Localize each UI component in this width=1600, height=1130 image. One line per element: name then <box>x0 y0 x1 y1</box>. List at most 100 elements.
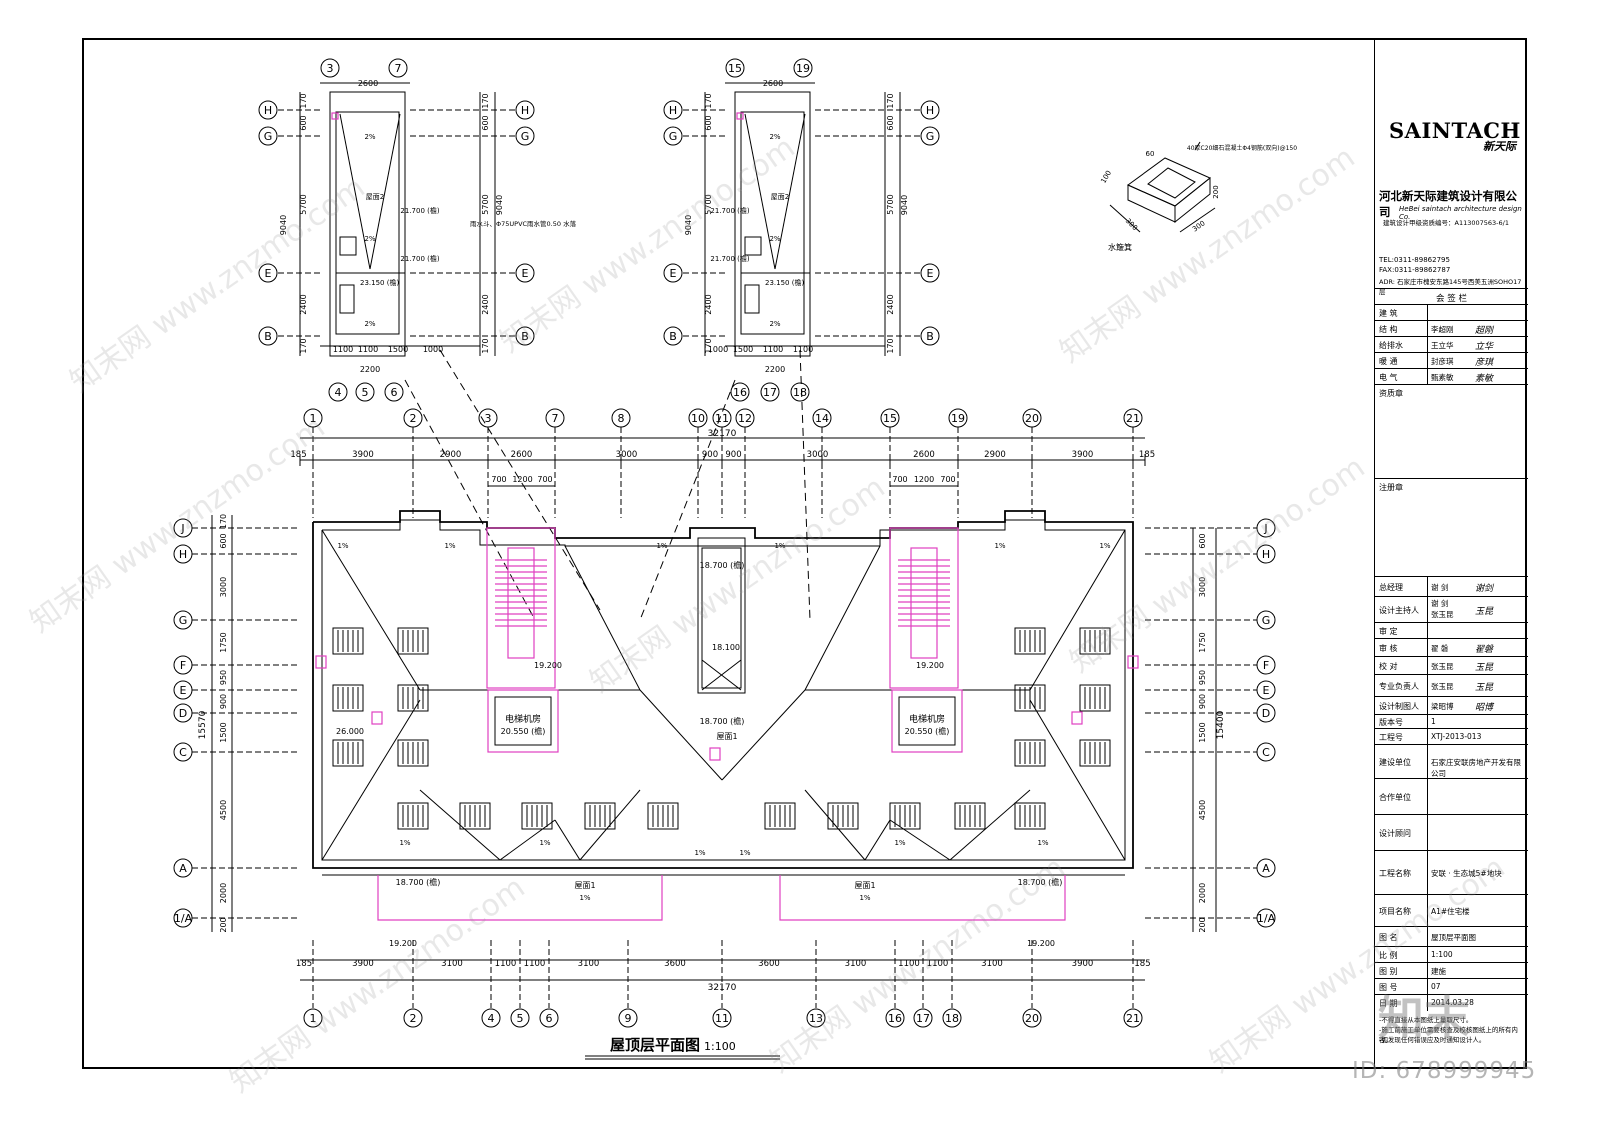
detail-outer <box>734 91 811 357</box>
axis-label: 15 <box>728 62 742 75</box>
dimension: 700 <box>892 475 907 484</box>
staff-row: 专业负责人张玉昆玉昆 <box>1375 674 1528 697</box>
row-value: 梁昭博 <box>1431 702 1454 711</box>
axis-label: 5 <box>517 1012 524 1025</box>
ac-unit-box <box>889 802 921 830</box>
axis-bubble <box>355 382 375 402</box>
countersign-row: 结 构李超刚超刚 <box>1375 320 1528 337</box>
axis-bubble <box>515 126 535 146</box>
axis-label: G <box>1262 614 1271 627</box>
dimension: 3900 <box>1072 450 1094 460</box>
detail-slope <box>774 113 806 270</box>
signature: 立华 <box>1475 342 1494 352</box>
axis-label: H <box>521 104 529 117</box>
row-label: 审 定 <box>1379 627 1398 636</box>
axis-label: 17 <box>916 1012 930 1025</box>
drain-box <box>1071 711 1083 725</box>
ac-unit <box>397 739 429 767</box>
staff-row: 审 定 <box>1375 622 1528 639</box>
dimension: 1000 <box>708 345 728 354</box>
axis-label: F <box>180 659 186 672</box>
axis-label: 1 <box>310 412 317 425</box>
countersign-label: 会 签 栏 <box>1436 294 1467 304</box>
countersign-header: 会 签 栏 <box>1375 288 1528 304</box>
dimension: 900 <box>725 450 741 460</box>
drawing-scale: 1:100 <box>704 1040 736 1053</box>
slope-line <box>864 819 891 861</box>
dimension: 3100 <box>981 959 1003 969</box>
axis-bubble <box>942 1008 962 1028</box>
dimension: 3000 <box>807 450 829 460</box>
axis-bubble <box>515 263 535 283</box>
row-value: 谢 剑 张玉昆 <box>1431 599 1454 619</box>
elevator-room <box>487 689 559 753</box>
ac-unit-box <box>647 802 679 830</box>
row-value: 2014.03.28 <box>1431 998 1474 1007</box>
central-shaft-inner <box>701 547 742 689</box>
ac-unit-box <box>764 802 796 830</box>
ac-unit <box>954 802 986 830</box>
axis-label: 20 <box>1025 412 1039 425</box>
axis-label: E <box>522 267 529 280</box>
axis-label: 19 <box>951 412 965 425</box>
dimension: 170 <box>219 514 228 529</box>
dimension: 9040 <box>279 215 288 235</box>
axis-bubble <box>303 1008 323 1028</box>
ac-unit <box>332 739 364 767</box>
dimension: 900 <box>702 450 718 460</box>
slope-label: 1% <box>1037 839 1048 847</box>
axis-label: G <box>669 130 678 143</box>
ac-unit-box <box>332 739 364 767</box>
drain-box <box>315 655 327 669</box>
ac-unit-box <box>332 627 364 655</box>
axis-label: G <box>521 130 530 143</box>
room-label: 电梯机房 <box>909 713 945 725</box>
row-label: 比 例 <box>1379 951 1398 960</box>
axis-label: D <box>1262 707 1270 720</box>
dimension: 1100 <box>524 959 546 969</box>
axis-label: 2 <box>410 1012 417 1025</box>
dimension: 600 <box>886 115 895 130</box>
row-label: 建设单位 <box>1379 758 1411 767</box>
axis-label: H <box>179 548 187 561</box>
room-label: 屋面1 <box>574 881 595 890</box>
row-value: XTJ-2013-013 <box>1431 732 1482 741</box>
info-row: 图 名屋顶层平面图 <box>1375 926 1528 947</box>
dimension: 1100 <box>793 345 813 354</box>
dimension: 185 <box>296 959 312 969</box>
ac-unit <box>521 802 553 830</box>
dimension: 2400 <box>886 294 895 314</box>
dimension: 5700 <box>704 194 713 214</box>
ac-unit <box>1079 739 1111 767</box>
iso-note: 40厚C20细石混凝土Φ4钢筋(双向)@150 <box>1187 144 1297 152</box>
axis-label: H <box>926 104 934 117</box>
dimension: 200 <box>1198 917 1207 932</box>
dimension: 200 <box>1212 185 1220 198</box>
elevation: 21.700 (檐) <box>710 206 749 215</box>
brand-watermark: 知末 <box>1378 991 1470 1045</box>
axis-bubble <box>730 382 750 402</box>
axis-label: D <box>179 707 187 720</box>
slope-line <box>499 819 556 861</box>
ac-unit <box>332 627 364 655</box>
axis-bubble <box>258 263 278 283</box>
dimension: 1000 <box>423 345 443 354</box>
dimension: 170 <box>299 338 308 353</box>
cell-divider <box>1427 895 1428 927</box>
central-shaft <box>697 537 746 694</box>
axis-bubble <box>920 326 940 346</box>
iso-front <box>1127 184 1176 223</box>
dimension: 2000 <box>219 883 228 903</box>
axis-label: 3 <box>485 412 492 425</box>
axis-label: G <box>264 130 273 143</box>
axis-bubble <box>712 1008 732 1028</box>
dimension: 950 <box>219 670 228 685</box>
axis-label: G <box>179 614 188 627</box>
row-value: 1 <box>1431 717 1436 726</box>
axis-bubble <box>1123 1008 1143 1028</box>
row-value: 张玉昆 <box>1431 662 1454 671</box>
axis-label: 16 <box>733 386 747 399</box>
dimension: 3100 <box>441 959 463 969</box>
